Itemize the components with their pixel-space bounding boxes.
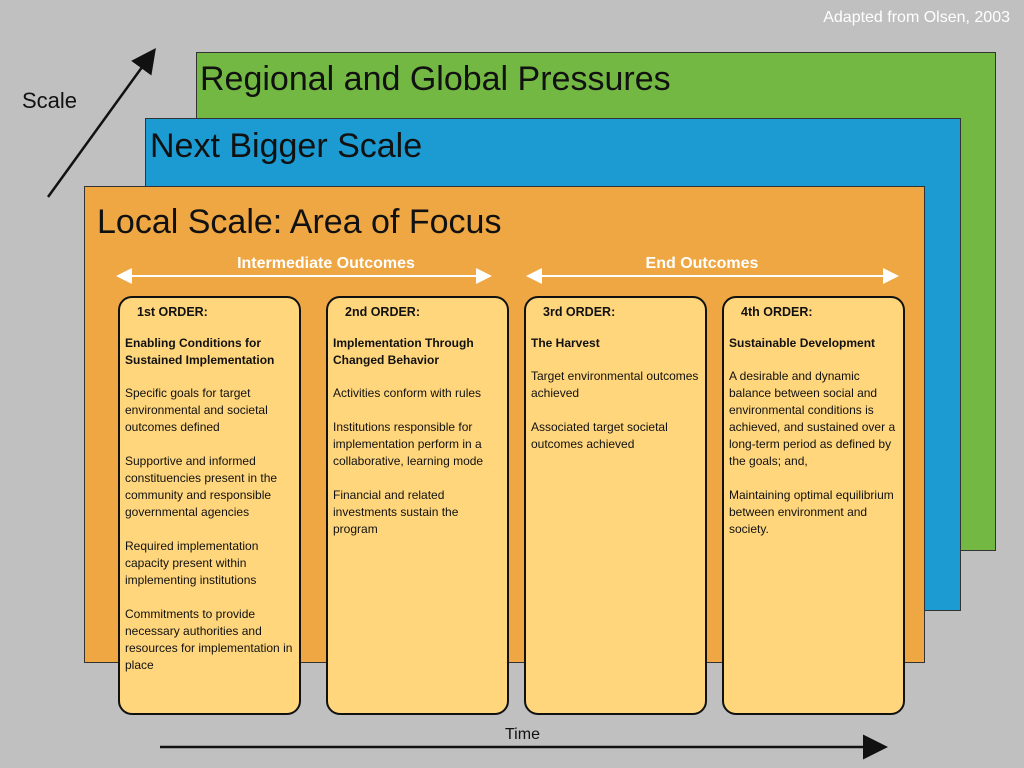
bigger-scale-layer-title: Next Bigger Scale: [150, 127, 423, 165]
intermediate-outcomes-label: Intermediate Outcomes: [233, 255, 419, 273]
card-point: Institutions responsible for implementat…: [333, 420, 484, 468]
card-point: Financial and related investments sustai…: [333, 488, 459, 536]
card-point: Target environmental outcomes achieved: [531, 369, 699, 400]
card-point: Required implementation capacity present…: [125, 539, 259, 587]
card-point: A desirable and dynamic balance between …: [729, 369, 896, 468]
card-1st-order: 1st ORDER: Enabling Conditions for Susta…: [118, 296, 301, 715]
time-axis-label: Time: [505, 726, 540, 743]
card-heading: The Harvest: [531, 336, 600, 350]
card-order: 3rd ORDER:: [543, 305, 616, 319]
card-heading: Enabling Conditions for Sustained Implem…: [125, 336, 275, 367]
card-point: Associated target societal outcomes achi…: [531, 420, 668, 451]
card-heading: Sustainable Development: [729, 336, 876, 350]
scale-axis-label: Scale: [22, 88, 78, 113]
card-3rd-order: 3rd ORDER: The Harvest Target environmen…: [524, 296, 707, 715]
credit-text: Adapted from Olsen, 2003: [823, 9, 1010, 26]
card-point: Maintaining optimal equilibrium between …: [729, 488, 894, 536]
local-scale-layer-title: Local Scale: Area of Focus: [97, 203, 502, 241]
card-heading: Implementation Through Changed Behavior: [333, 336, 474, 367]
card-point: Activities conform with rules: [333, 386, 482, 400]
card-order: 4th ORDER:: [741, 305, 813, 319]
scale-arrow: [46, 47, 156, 198]
card-4th-order: 4th ORDER: Sustainable Development A des…: [722, 296, 905, 715]
card-point: Commitments to provide necessary authori…: [125, 607, 293, 672]
card-point: Supportive and informed constituencies p…: [125, 454, 278, 519]
card-order: 1st ORDER:: [137, 305, 208, 319]
end-outcomes-label: End Outcomes: [641, 255, 763, 273]
card-order: 2nd ORDER:: [345, 305, 420, 319]
regional-layer-title: Regional and Global Pressures: [200, 60, 671, 98]
card-2nd-order: 2nd ORDER: Implementation Through Change…: [326, 296, 509, 715]
card-point: Specific goals for target environmental …: [125, 386, 268, 434]
